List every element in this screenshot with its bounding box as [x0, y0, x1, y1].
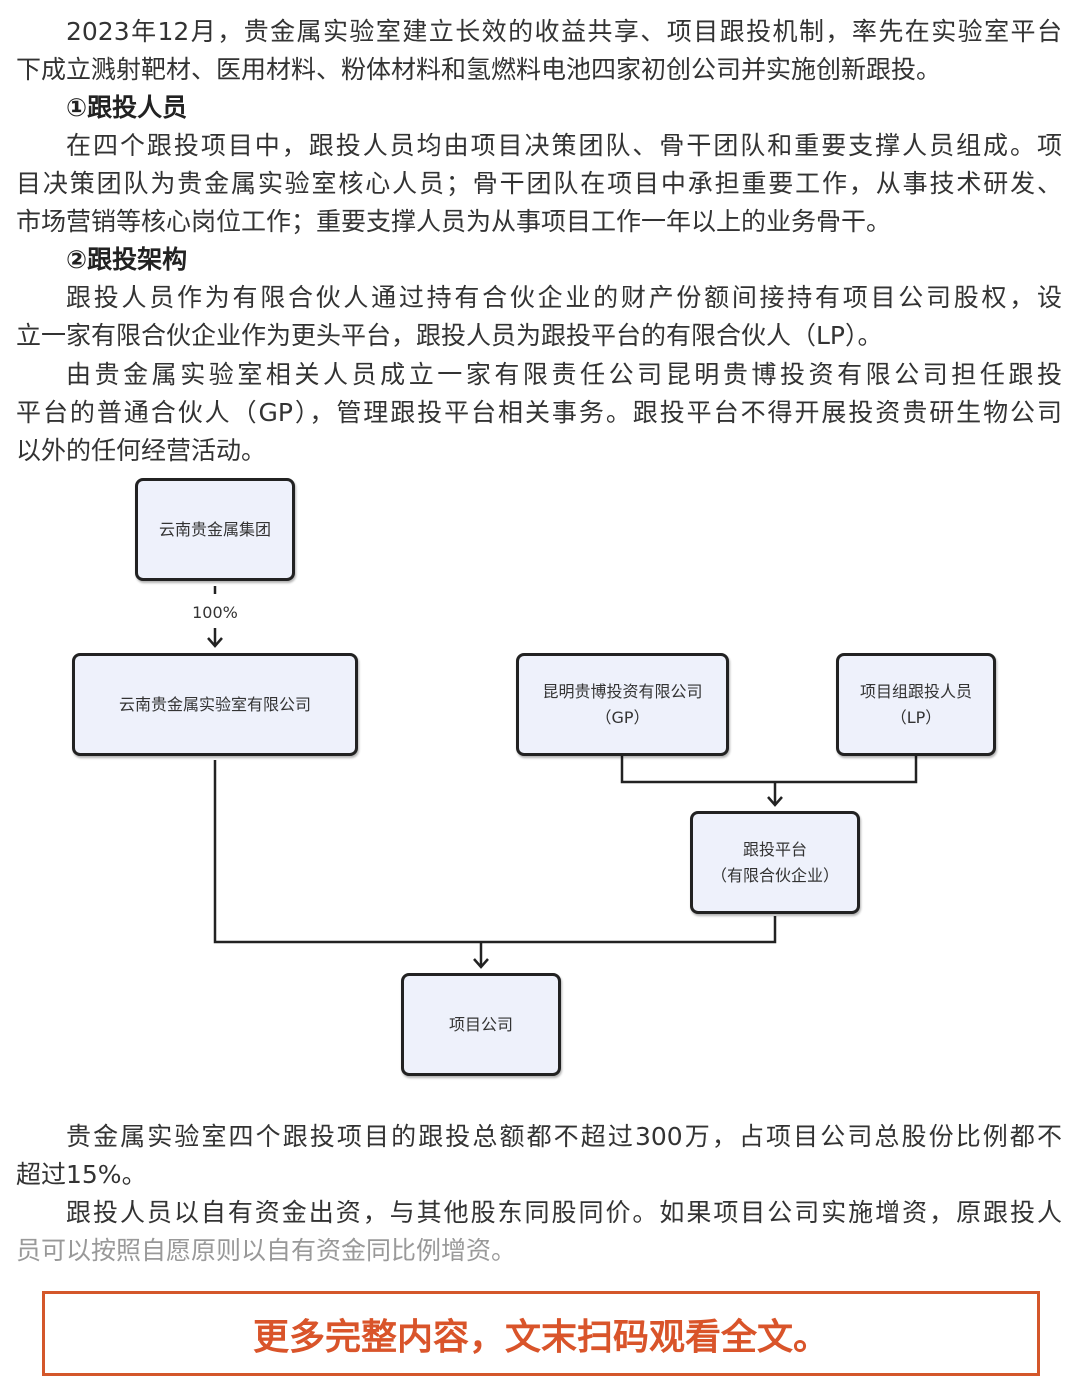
- diagram-connectors: [207, 586, 918, 969]
- section-heading: ②跟投架构: [66, 245, 188, 274]
- text-line: 跟投人员作为有限合伙人通过持有合伙企业的财产份额间接持有项目公司股权，设: [66, 283, 1062, 312]
- node-lab: 云南贵金属实验室有限公司: [72, 653, 358, 756]
- text-line: 跟投人员以自有资金出资，与其他股东同股同价。如果项目公司实施增资，原跟投人: [66, 1198, 1062, 1227]
- node-tag: （有限合伙企业）: [710, 865, 839, 885]
- node-label: 项目组跟投人员: [859, 681, 972, 701]
- text-line: 平台的普通合伙人（GP），管理跟投平台相关事务。跟投平台不得开展投资贵研生物公司: [16, 398, 1062, 427]
- banner-text: 更多完整内容，文末扫码观看全文。: [252, 1316, 829, 1358]
- node-platform: 跟投平台 （有限合伙企业）: [690, 811, 860, 914]
- ownership-label: 100%: [192, 603, 238, 622]
- read-more-banner: 更多完整内容，文末扫码观看全文。: [42, 1291, 1040, 1376]
- connector-line: [620, 756, 918, 784]
- arrow-head: [767, 796, 783, 807]
- text-line: 员可以按照自愿原则以自有资金同比例增资。: [16, 1236, 517, 1265]
- node-company: 项目公司: [401, 973, 561, 1076]
- text-line: 立一家有限合伙企业作为更头平台，跟投人员为跟投平台的有限合伙人（LP）。: [16, 321, 883, 350]
- node-label: 昆明贵博投资有限公司: [542, 681, 703, 701]
- node-gp: 昆明贵博投资有限公司 （GP）: [516, 653, 729, 756]
- text-line: 市场营销等核心岗位工作；重要支撑人员为从事项目工作一年以上的业务骨干。: [16, 207, 892, 236]
- node-label: 云南贵金属集团: [158, 519, 271, 539]
- node-lp: 项目组跟投人员 （LP）: [836, 653, 996, 756]
- node-label: 云南贵金属实验室有限公司: [118, 694, 311, 714]
- text-line: 由贵金属实验室相关人员成立一家有限责任公司昆明贵博投资有限公司担任跟投: [66, 360, 1062, 389]
- node-group: 云南贵金属集团: [135, 478, 295, 581]
- arrow-head: [207, 637, 223, 648]
- text-line: 超过15%。: [16, 1160, 147, 1189]
- text-line: 贵金属实验室四个跟投项目的跟投总额都不超过300万，占项目公司总股份比例都不: [66, 1122, 1062, 1151]
- section-heading: ①跟投人员: [66, 93, 188, 122]
- node-tag: （LP）: [890, 707, 942, 727]
- text-line: 以外的任何经营活动。: [16, 436, 267, 465]
- text-line: 在四个跟投项目中，跟投人员均由项目决策团队、骨干团队和重要支撑人员组成。项: [66, 131, 1062, 160]
- node-label: 项目公司: [448, 1014, 513, 1034]
- text-line: 2023年12月，贵金属实验室建立长效的收益共享、项目跟投机制，率先在实验室平台: [66, 17, 1062, 46]
- connector-line: [213, 760, 777, 944]
- text-line: 下成立溅射靶材、医用材料、粉体材料和氢燃料电池四家初创公司并实施创新跟投。: [16, 55, 942, 84]
- node-tag: （GP）: [595, 707, 650, 727]
- arrow-head: [473, 958, 489, 969]
- node-label: 跟投平台: [742, 839, 807, 859]
- text-line: 目决策团队为贵金属实验室核心人员；骨干团队在项目中承担重要工作，从事技术研发、: [16, 169, 1062, 198]
